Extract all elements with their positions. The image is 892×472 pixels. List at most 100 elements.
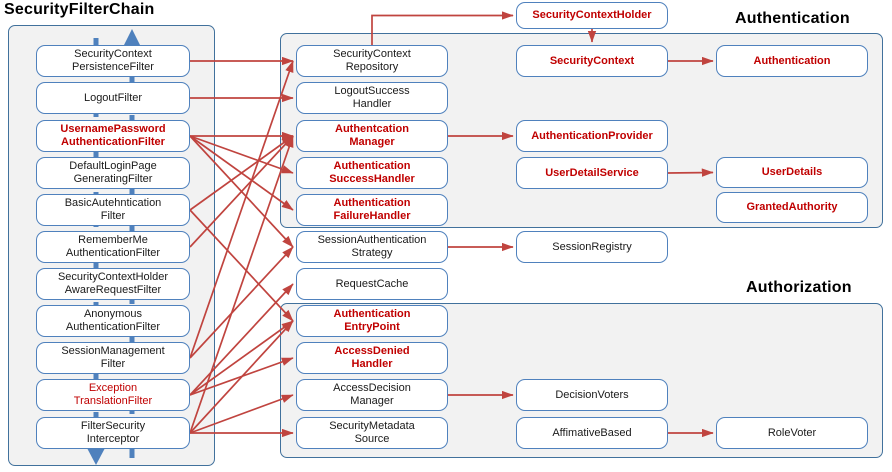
response-up-arrow-icon	[123, 29, 141, 47]
node-label: Handler	[351, 358, 393, 370]
node-label: SecurityContextHolder	[532, 9, 652, 21]
edge-exception-translation-filter--request-cache	[189, 283, 294, 396]
node-decision-voters: DecisionVoters	[516, 379, 668, 411]
edge-filter-security-interceptor--authentication-manager	[189, 135, 294, 434]
node-label: Strategy	[351, 247, 393, 259]
edge-session-management-filter--session-authentication-strategy	[189, 246, 294, 359]
node-label: RememberMe	[78, 234, 148, 246]
node-label: SecurityContextHolder	[57, 271, 169, 283]
edge-filter-security-interceptor--access-decision-manager	[189, 394, 294, 434]
node-label: DecisionVoters	[555, 388, 629, 401]
node-label: SessionRegistry	[552, 240, 632, 253]
edge-remember-me-authentication-filter--authentication-manager	[189, 135, 294, 248]
node-label: SessionAuthentication	[317, 234, 427, 246]
node-label: GeneratingFilter	[73, 173, 153, 185]
edge-security-context-repository--security-context-holder	[371, 11, 514, 45]
edge-basic-authentication-filter--authentication-entry-point	[189, 209, 294, 322]
node-label: SecurityMetadata	[329, 420, 415, 432]
node-label: Authentcation	[335, 123, 409, 135]
node-affimative-based: AffimativeBased	[516, 417, 668, 449]
node-label: RoleVoter	[767, 426, 817, 439]
node-label: BasicAutehntication	[64, 197, 162, 209]
node-label: Anonymous	[83, 308, 143, 320]
authorization-title: Authorization	[746, 279, 852, 296]
authentication-title: Authentication	[735, 10, 850, 27]
node-label: LogoutFilter	[83, 91, 143, 104]
node-label: SecurityContext	[549, 54, 635, 67]
node-label: Authentication	[753, 54, 831, 67]
node-granted-authority: GrantedAuthority	[716, 192, 868, 223]
node-label: Filter	[100, 210, 126, 222]
node-label: AwareRequestFilter	[64, 284, 162, 296]
node-label: UserDetails	[761, 166, 823, 178]
node-label: SecurityContext	[74, 48, 152, 60]
node-label: UsernamePassword	[60, 123, 166, 135]
node-label: Repository	[345, 61, 399, 73]
node-label: SessionManagement	[61, 345, 165, 357]
node-request-cache: RequestCache	[296, 268, 448, 300]
node-session-registry: SessionRegistry	[516, 231, 668, 263]
node-security-context: SecurityContext	[516, 45, 668, 77]
node-authentication-object: Authentication	[716, 45, 868, 77]
node-role-voter: RoleVoter	[716, 417, 868, 449]
node-label: SuccessHandler	[329, 173, 415, 185]
node-label: Interceptor	[86, 433, 140, 445]
node-security-context-holder: SecurityContextHolder	[516, 2, 668, 29]
node-label: DefaultLoginPage	[69, 160, 157, 172]
node-user-details: UserDetails	[716, 157, 868, 188]
node-label: TranslationFilter	[73, 395, 153, 407]
node-label: LogoutSuccess	[334, 85, 410, 97]
node-user-detail-service: UserDetailService	[516, 157, 668, 189]
edge-session-management-filter--security-context-repository	[189, 60, 294, 359]
node-label: EntryPoint	[344, 321, 400, 333]
node-label: RequestCache	[335, 277, 409, 290]
node-label: SecurityContext	[333, 48, 411, 60]
edge-basic-authentication-filter--authentication-manager	[189, 135, 294, 211]
node-label: Authentication	[333, 160, 411, 172]
node-logout-filter: LogoutFilter	[36, 82, 190, 114]
node-label: Authentication	[333, 308, 411, 320]
node-label: AuthenticationFilter	[61, 136, 165, 148]
request-down-arrow-icon	[87, 448, 105, 465]
node-label: UserDetailService	[545, 166, 639, 179]
node-label: AuthenticationProvider	[531, 129, 653, 142]
node-label: AccessDecision	[333, 382, 411, 394]
filter-chain-title: SecurityFilterChain	[4, 1, 155, 18]
node-label: Authentication	[333, 197, 411, 209]
node-authentication-provider: AuthenticationProvider	[516, 120, 668, 152]
edge-username-password-authentication-filter--authentication-success-handler	[189, 135, 294, 174]
node-label: Manager	[349, 136, 395, 148]
node-label: Filter	[100, 358, 126, 370]
node-label: AffimativeBased	[552, 426, 632, 439]
node-label: Exception	[88, 382, 138, 394]
node-label: Manager	[350, 395, 394, 407]
edge-filter-security-interceptor--authentication-entry-point	[189, 320, 294, 434]
node-label: FilterSecurity	[80, 420, 146, 432]
edge-exception-translation-filter--authentication-entry-point	[189, 320, 294, 396]
node-label: AuthenticationFilter	[65, 247, 161, 259]
node-label: PersistenceFilter	[72, 61, 154, 73]
node-label: FailureHandler	[333, 210, 411, 222]
edge-user-detail-service--user-details	[667, 168, 714, 177]
